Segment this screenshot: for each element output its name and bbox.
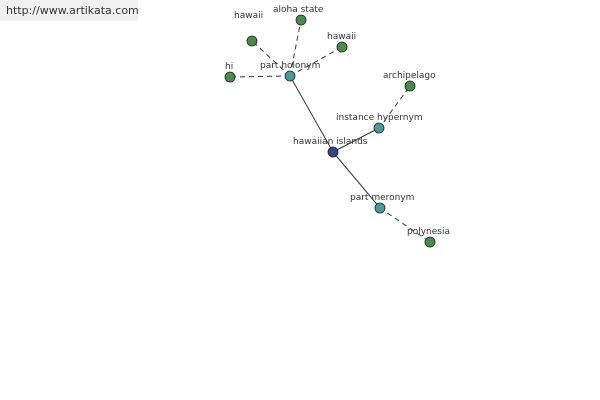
term-node-polynesia[interactable]: polynesia (407, 227, 450, 248)
relation-node-dot[interactable] (284, 70, 296, 82)
relation-node-part-meronym[interactable]: part meronym (350, 193, 414, 214)
relation-node-label[interactable]: instance hypernym (336, 113, 423, 123)
relation-node-dot[interactable] (374, 202, 386, 214)
relation-node-dot[interactable] (373, 122, 385, 134)
center-node-dot[interactable] (327, 146, 339, 158)
edge-polynesia (379, 207, 431, 243)
center-node-label[interactable]: hawaiian islands (293, 137, 368, 147)
term-node-dot[interactable] (424, 236, 436, 248)
edge-instance-hypernym (332, 127, 380, 153)
edge-part-meronym (332, 151, 381, 209)
term-node-dot[interactable] (404, 80, 416, 92)
edge-aloha-state (289, 19, 302, 77)
relation-node-part-holonym[interactable]: part holonym (260, 61, 320, 82)
term-node-label[interactable]: polynesia (407, 227, 450, 237)
site-url[interactable]: http://www.artikata.com (0, 0, 139, 21)
term-node-dot[interactable] (295, 14, 307, 26)
term-node-archipelago[interactable]: archipelago (383, 71, 436, 92)
edge-hawaii-2 (289, 46, 343, 77)
edge-part-holonym (289, 75, 334, 153)
term-node-hawaii-2[interactable]: hawaii (327, 32, 356, 53)
term-node-dot[interactable] (246, 35, 258, 47)
term-node-hawaii-1[interactable]: hawaii (234, 11, 263, 47)
term-node-label[interactable]: hawaii (327, 32, 356, 42)
relation-node-instance-hypernym[interactable]: instance hypernym (336, 113, 423, 134)
term-node-aloha-state[interactable]: aloha state (273, 5, 324, 26)
term-node-label[interactable]: archipelago (383, 71, 436, 81)
term-node-dot[interactable] (224, 71, 236, 83)
term-node-label[interactable]: hawaii (234, 11, 263, 21)
edge-hi (229, 75, 291, 78)
term-node-dot[interactable] (336, 41, 348, 53)
term-node-label[interactable]: hi (225, 62, 233, 72)
relation-node-label[interactable]: part meronym (350, 193, 414, 203)
term-node-hi[interactable]: hi (224, 62, 236, 83)
center-node-hawaiian-islands[interactable]: hawaiian islands (293, 137, 368, 158)
term-node-label[interactable]: aloha state (273, 5, 324, 15)
relation-node-label[interactable]: part holonym (260, 61, 320, 71)
